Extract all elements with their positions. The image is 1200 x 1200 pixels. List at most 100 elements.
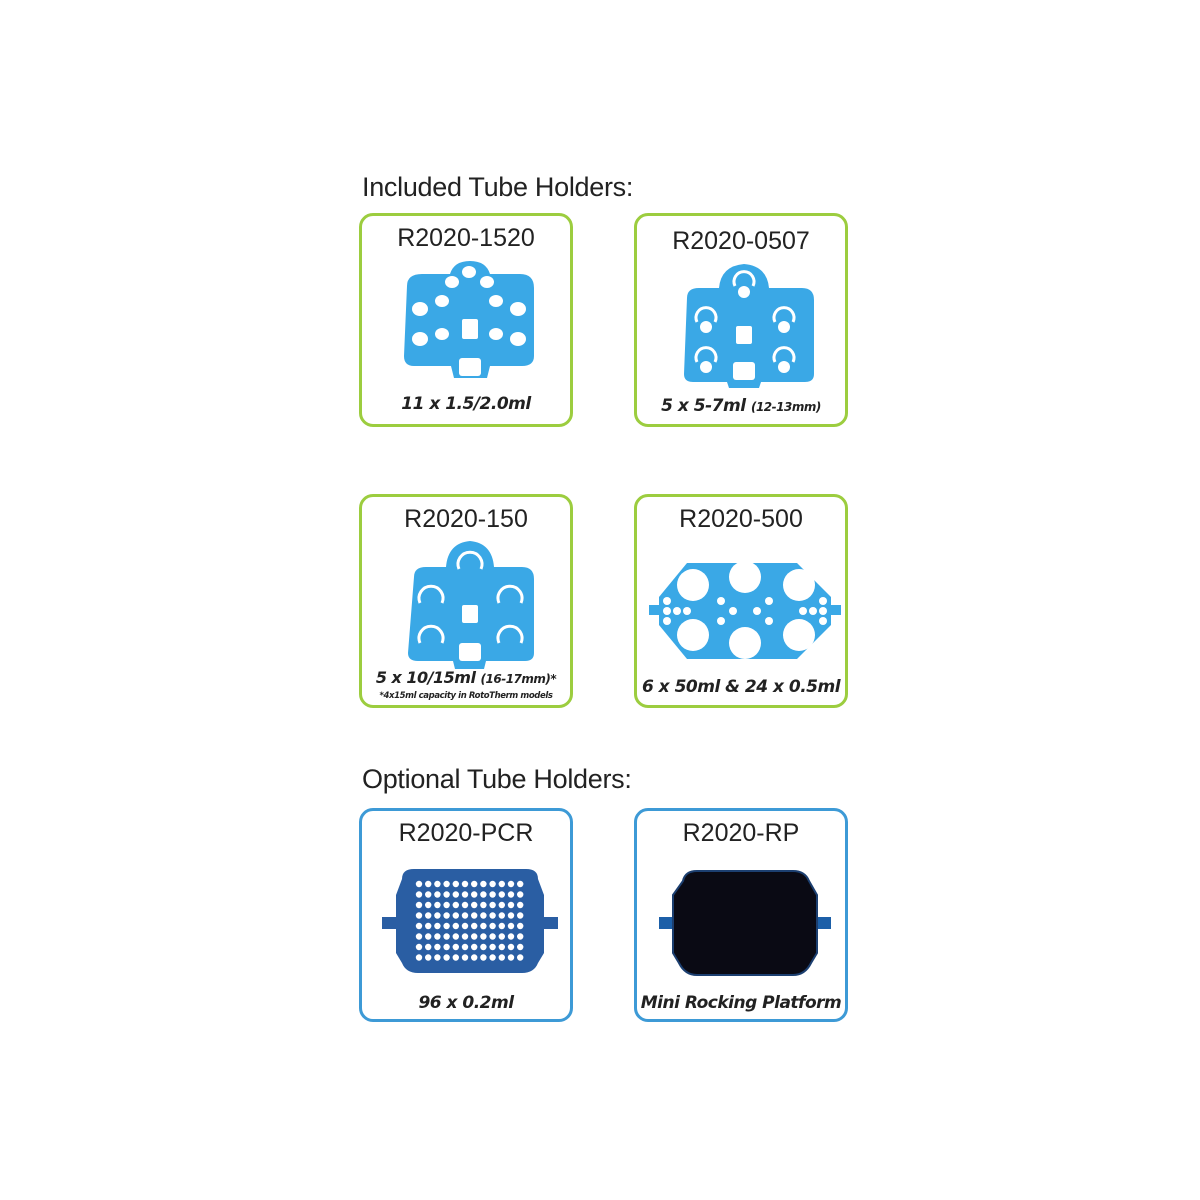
capacity-label: 5 x 5-7ml (12-13mm) xyxy=(637,396,845,416)
small-tube-hole xyxy=(759,555,767,563)
pcr-well xyxy=(507,943,515,951)
tube-holder-500-image xyxy=(649,555,841,667)
pcr-well xyxy=(498,901,505,909)
pcr-well xyxy=(461,933,469,940)
pcr-well xyxy=(517,933,524,940)
small-tube-hole xyxy=(729,607,737,615)
capacity-main: 5 x 5-7ml xyxy=(661,396,746,416)
small-tube-hole xyxy=(711,659,719,667)
holder-card-r2020-pcr: 96 x 0.2ml R2020-PCR xyxy=(359,808,573,1022)
pcr-well xyxy=(507,912,515,919)
pcr-well xyxy=(452,922,459,930)
small-tube-hole xyxy=(717,597,725,605)
pcr-well xyxy=(443,922,450,930)
optional-section-title: Optional Tube Holders: xyxy=(362,764,632,794)
pcr-well xyxy=(489,922,496,930)
pcr-well xyxy=(452,912,459,919)
pcr-well xyxy=(498,954,505,961)
small-tube-hole xyxy=(717,617,725,625)
pcr-well xyxy=(507,954,515,961)
pcr-well xyxy=(415,901,423,909)
pcr-well xyxy=(425,912,432,919)
small-tube-hole xyxy=(723,555,731,563)
small-tube-hole xyxy=(771,659,779,667)
pcr-well xyxy=(480,880,487,888)
small-tube-hole xyxy=(759,659,767,667)
pcr-well xyxy=(517,880,524,888)
rocking-platform-image xyxy=(659,870,831,976)
tube-holder-0507-image xyxy=(684,264,814,388)
pcr-well xyxy=(461,954,469,961)
pcr-well xyxy=(452,933,459,940)
small-tube-hole xyxy=(819,607,827,615)
pcr-well xyxy=(415,912,423,919)
capacity-label: 5 x 10/15ml (16-17mm)* xyxy=(362,668,570,687)
pcr-well xyxy=(480,922,487,930)
small-tube-hole xyxy=(711,555,719,563)
pcr-well xyxy=(434,954,441,961)
pcr-well xyxy=(471,891,478,898)
small-tube-hole xyxy=(663,607,671,615)
capacity-label: 6 x 50ml & 24 x 0.5ml xyxy=(641,677,841,697)
pcr-well xyxy=(517,943,524,951)
pcr-well xyxy=(471,933,478,940)
pcr-well xyxy=(434,922,441,930)
pcr-well xyxy=(443,901,450,909)
capacity-footnote: *4x15ml capacity in RotoTherm models xyxy=(379,691,553,701)
pcr-well xyxy=(480,891,487,898)
pcr-well xyxy=(489,880,496,888)
pcr-well xyxy=(415,891,423,898)
pcr-well xyxy=(498,880,505,888)
pcr-well xyxy=(498,922,505,930)
pcr-well xyxy=(461,891,469,898)
pcr-well xyxy=(434,912,441,919)
small-tube-hole xyxy=(663,597,671,605)
pcr-well xyxy=(480,933,487,940)
capacity-sub: (16-17mm)* xyxy=(480,672,557,686)
pcr-well xyxy=(461,901,469,909)
pcr-well xyxy=(425,933,432,940)
holder-card-r2020-150: 5 x 10/15ml (16-17mm)* *4x15ml capacity … xyxy=(359,494,573,708)
small-tube-hole xyxy=(765,617,773,625)
small-tube-hole xyxy=(819,617,827,625)
small-tube-hole xyxy=(765,597,773,605)
pcr-well xyxy=(452,954,459,961)
pcr-well xyxy=(471,880,478,888)
pcr-well xyxy=(415,954,423,961)
capacity-sub: (12-13mm) xyxy=(750,400,821,414)
holder-code: R2020-RP xyxy=(682,819,800,847)
pcr-plate-image xyxy=(382,869,558,973)
pcr-well xyxy=(415,922,423,930)
pcr-well xyxy=(517,912,524,919)
holder-card-r2020-rp: Mini Rocking Platform R2020-RP xyxy=(634,808,848,1022)
pcr-well xyxy=(471,912,478,919)
pcr-well xyxy=(415,943,423,951)
pcr-well xyxy=(480,943,487,951)
pcr-well xyxy=(425,943,432,951)
small-tube-hole xyxy=(771,555,779,563)
capacity-main: 5 x 10/15ml xyxy=(375,668,476,687)
pcr-well xyxy=(425,954,432,961)
pcr-well xyxy=(461,880,469,888)
pcr-well xyxy=(461,912,469,919)
pcr-well xyxy=(507,891,515,898)
pcr-well xyxy=(425,880,432,888)
pcr-well xyxy=(452,943,459,951)
pcr-well xyxy=(489,901,496,909)
pcr-well xyxy=(517,891,524,898)
holder-card-r2020-1520: 11 x 1.5/2.0ml R2020-1520 xyxy=(359,213,573,427)
pcr-well xyxy=(415,880,423,888)
pcr-well xyxy=(498,912,505,919)
pcr-well xyxy=(517,922,524,930)
included-section-title: Included Tube Holders: xyxy=(362,172,634,202)
pcr-well xyxy=(489,943,496,951)
small-tube-hole xyxy=(819,597,827,605)
pcr-well xyxy=(480,954,487,961)
tube-holder-150-image xyxy=(408,541,534,669)
pcr-well xyxy=(452,880,459,888)
holder-code: R2020-PCR xyxy=(398,819,534,847)
pcr-well xyxy=(434,880,441,888)
pcr-well xyxy=(471,943,478,951)
pcr-well xyxy=(461,943,469,951)
pcr-well xyxy=(517,954,524,961)
